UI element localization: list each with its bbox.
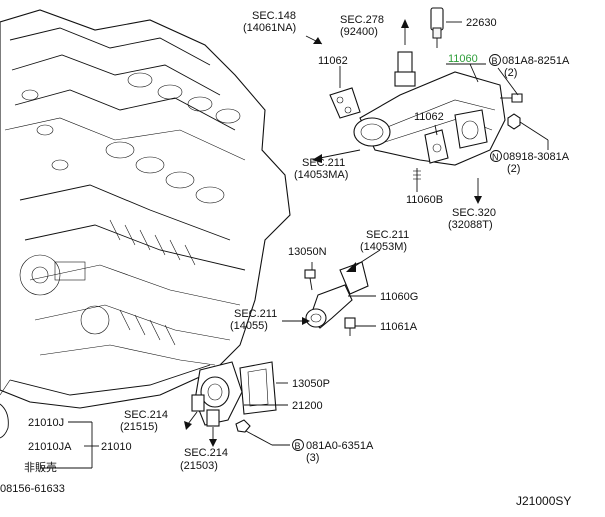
label-13050p: 13050P <box>292 378 330 390</box>
label-sec214-a-sub: (21515) <box>120 421 158 433</box>
label-08918-3081a: 08918-3081A <box>503 151 570 163</box>
label-non-sale: 非販売 <box>24 461 57 474</box>
bolt-marker-circle-2 <box>292 439 304 451</box>
label-sec320-sub: (32088T) <box>448 219 493 231</box>
label-sec278-sub: (92400) <box>340 26 378 38</box>
label-21010: 21010 <box>101 441 132 453</box>
label-sec148: SEC.148 <box>252 10 296 22</box>
label-sec211-b-sub: (14053M) <box>360 241 407 253</box>
label-13050n: 13050N <box>288 246 327 258</box>
label-11061a: 11061A <box>380 321 418 333</box>
bolt-marker-b-2: B <box>295 441 301 451</box>
label-22630: 22630 <box>466 17 497 29</box>
nut-marker-n: N <box>492 152 499 162</box>
label-21200: 21200 <box>292 400 323 412</box>
leader-lines <box>40 19 549 469</box>
label-11062-left: 11062 <box>318 55 348 67</box>
bolt-marker-circle <box>489 54 501 66</box>
nut-marker-circle <box>490 150 502 162</box>
label-sec278: SEC.278 <box>340 14 384 26</box>
temperature-sensor-drawing <box>430 7 444 48</box>
label-081a8-8251a: 081A8-8251A <box>502 55 570 67</box>
diagram-code: J21000SY <box>516 494 571 508</box>
label-08156-61633: 08156-61633 <box>0 483 65 495</box>
label-sec214-b: SEC.214 <box>184 447 228 459</box>
label-sec211-b: SEC.211 <box>366 229 409 241</box>
water-outlet-assembly <box>329 51 523 183</box>
label-sec211-a: SEC.211 <box>302 157 345 169</box>
label-sec214-a: SEC.214 <box>124 409 168 421</box>
label-11060-highlighted[interactable]: 11060 <box>448 53 478 65</box>
label-21010j: 21010J <box>28 417 64 429</box>
label-sec320: SEC.320 <box>452 207 496 219</box>
label-11060b: 11060B <box>406 194 443 206</box>
label-sec211-c-sub: (14055) <box>230 320 268 332</box>
label-sec214-b-sub: (21503) <box>180 460 218 472</box>
label-21010ja: 21010JA <box>28 441 72 453</box>
thermostat-assembly <box>191 361 277 433</box>
engine-block-drawing <box>0 9 291 439</box>
label-081a8-qty: (2) <box>504 67 517 79</box>
label-sec211-a-sub: (14053MA) <box>294 169 348 181</box>
label-sec148-sub: (14061NA) <box>243 22 296 34</box>
part-labels: SEC.148 (14061NA) SEC.278 (92400) 22630 … <box>0 10 571 508</box>
label-11062-right: 11062 <box>414 111 444 123</box>
bolt-marker-b: B <box>492 56 498 66</box>
label-sec211-c: SEC.211 <box>234 308 277 320</box>
label-081a0-qty: (3) <box>306 452 319 464</box>
label-08918-qty: (2) <box>507 163 520 175</box>
label-081a0-6351a: 081A0-6351A <box>306 440 374 452</box>
label-11060g: 11060G <box>380 291 418 303</box>
water-inlet-assembly <box>304 261 369 336</box>
